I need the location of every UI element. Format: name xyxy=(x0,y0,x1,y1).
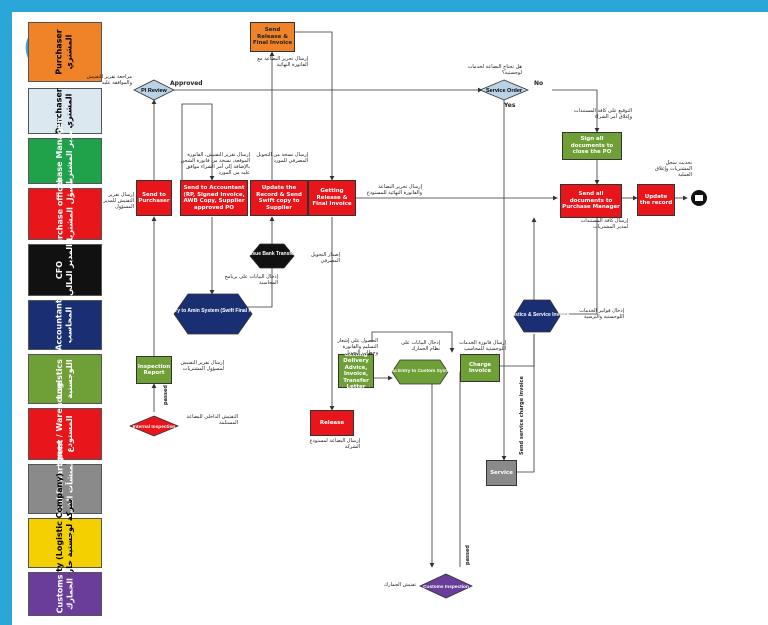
note-logistics-invoice: إدخال فواتير الخدمات اللوجستية والترسية xyxy=(579,308,624,320)
no-label: No xyxy=(534,80,544,87)
note-send-all-documents: إرسال كافة المستندات لمدير المشتريات xyxy=(580,218,628,230)
service-box[interactable]: Service xyxy=(486,460,517,486)
sign-all-documents-box[interactable]: Sign all documents to close the PO xyxy=(562,132,622,160)
data-entry-amin-node[interactable]: Data Entry to Amin System (Swift Final P… xyxy=(155,293,271,335)
lane-cfo: CFO المدير المالي xyxy=(28,244,102,296)
note-getting-release: إرسال تحرير البضاعة والفاتورة النهائية ل… xyxy=(366,184,422,196)
data-entry-custom-label: Data Entry to Custom System xyxy=(386,368,453,374)
service-order-decision[interactable]: Service Order xyxy=(478,79,530,101)
flow-shapes: PI Review Service Order Issue Bank Trans… xyxy=(128,79,707,599)
note-update-the-record: تحديث سجل المشتريات وإغلاق العملية xyxy=(654,160,692,178)
lane-purchaser-top: Purchaser المشتري xyxy=(28,22,102,82)
note-customs-inspection: تفتيش الجمارك xyxy=(384,582,416,588)
send-to-accountant-box[interactable]: Send to Accountant (RP, Signed Invoice, … xyxy=(180,180,248,216)
send-release-box[interactable]: Send Release & Final Invoice xyxy=(250,22,295,52)
pi-review-decision[interactable]: PI Review xyxy=(133,79,175,101)
note-release: إرسال البضاعة لمستودع الشركة xyxy=(309,438,360,450)
note-pi-review: مراجعة تقرير التفتيش والموافقة عليه xyxy=(86,74,132,86)
customs-inspection-label: Customs Inspection xyxy=(423,584,469,590)
lane-consignee: Consignee / Warehouse المستودع xyxy=(28,381,102,487)
note-send-release: إرسال تحرير البضاعة مع الفاتورة النهائية xyxy=(257,56,308,68)
data-entry-amin-label: Data Entry to Amin System (Swift Final P… xyxy=(155,308,271,314)
note-service-order: هل تحتاج البضاعة لخدمات لوجستية؟ xyxy=(467,64,522,76)
lane-technical: Technical Department المنشآت الفنية xyxy=(28,440,102,538)
release-box[interactable]: Release xyxy=(310,410,354,436)
connector-lines xyxy=(151,31,688,568)
pi-review-label: PI Review xyxy=(141,88,167,94)
lane-accountant: Accountant المحاسب xyxy=(28,299,102,351)
note-issue-bank-transfer: إصدار التحويل المصرفي xyxy=(310,252,340,264)
note-update-record: إرسال نسخة من التحويل المصرفي للمورد xyxy=(256,152,308,164)
note-sign-all-documents: التوقيع على كافة المستندات وإغلاق أمر ال… xyxy=(573,108,632,120)
note-send-to-accountant: إرسال تقرير التفتيش، الفاتورة الموقعة، ن… xyxy=(180,152,250,176)
approved-label: Approved xyxy=(170,80,203,87)
getting-release-box[interactable]: Getting Release & Final Invoice xyxy=(308,180,356,216)
flowchart-canvas: Purchaser المشتري Purchaser المشتري Purc… xyxy=(12,12,768,625)
lane-purchaser: Purchaser المشتري xyxy=(28,88,102,134)
passed-label-internal: passed xyxy=(162,385,169,405)
send-to-purchaser-box[interactable]: Send to Purchaser xyxy=(136,180,172,216)
end-node-icon xyxy=(691,190,707,206)
note-data-entry-amin: إدخال البيانات على برنامج المحاسبة xyxy=(224,274,278,286)
internal-inspection-decision[interactable]: Internal Inspection xyxy=(128,415,180,437)
note-data-entry-custom: إدخال البيانات على نظام الجمارك xyxy=(401,340,440,352)
logistics-service-invoice-node[interactable]: Logistics & Service Invoice xyxy=(505,299,570,333)
update-the-record-box[interactable]: Update the record xyxy=(637,184,675,216)
data-entry-custom-node[interactable]: Data Entry to Custom System xyxy=(386,359,454,385)
note-internal-inspection: التفتيش الداخلي للبضاعة المستلمة xyxy=(186,414,238,426)
service-order-label: Service Order xyxy=(486,88,523,94)
getting-delivery-advice-box[interactable]: Getting Delivery Advice, Invoice, Transf… xyxy=(338,352,374,390)
update-record-swift-box[interactable]: Update the Record & Send Swift copy to S… xyxy=(250,180,308,216)
logistics-service-invoice-label: Logistics & Service Invoice xyxy=(505,312,570,318)
inspection-report-box[interactable]: Inspection Report xyxy=(136,356,172,384)
lane-third-party: Third Party (Logistic Company) شركة لوجس… xyxy=(28,473,102,613)
note-inspection-report: إرسال تقرير التفتيش لمسؤول المشتريات xyxy=(180,360,224,372)
internal-inspection-label: Internal Inspection xyxy=(133,424,176,430)
lane-customs: Customs الجمارك xyxy=(28,572,102,616)
issue-bank-transfer-label: Issue Bank Transfer xyxy=(248,251,296,257)
lane-logistics: Logistics اللوجستية xyxy=(28,354,102,404)
customs-inspection-decision[interactable]: Customs Inspection xyxy=(419,573,473,599)
note-getting-delivery: الحصول على إشعار التسليم والفاتورة وخطاب… xyxy=(337,338,378,356)
lane-purchase-officer: purchase officer مسؤل المشتريات xyxy=(28,178,102,250)
lane-purchase-manager: Purchase Manager مدير المشتريات xyxy=(28,119,102,203)
send-all-documents-box[interactable]: Send all documents to Purchase Manager xyxy=(560,184,622,218)
yes-label: Yes xyxy=(504,102,516,109)
note-send-to-purchaser: إرسال تقرير التفتيش للمدير المسؤول xyxy=(103,192,134,210)
passed-label-customs: passed xyxy=(464,545,471,565)
issue-bank-transfer-node[interactable]: Issue Bank Transfer xyxy=(248,243,296,269)
charge-invoice-box[interactable]: Charge Invoice xyxy=(460,354,500,382)
note-charge-invoice: إرسال فاتورة الخدمات اللوجستية للمحاسب xyxy=(459,340,506,352)
send-service-invoice-label: Send service charge invoice xyxy=(519,376,525,455)
